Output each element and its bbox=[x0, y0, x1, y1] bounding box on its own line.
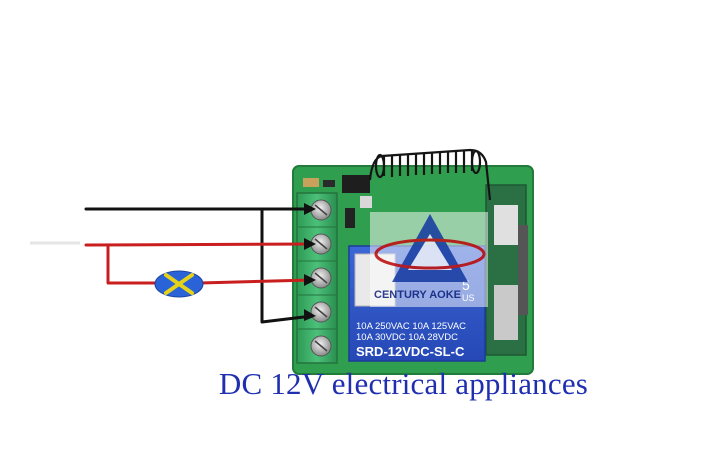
relay-ratings-line1: 10A 250VAC 10A 125VAC bbox=[356, 321, 466, 332]
wires bbox=[84, 207, 314, 324]
smd-component bbox=[345, 208, 355, 228]
antenna-coil bbox=[368, 148, 492, 201]
relay-ratings-line2: 10A 30VDC 10A 28VDC bbox=[356, 332, 458, 343]
wire-arrows bbox=[304, 203, 316, 321]
receiver-shield bbox=[494, 205, 518, 245]
pin-header bbox=[518, 225, 528, 315]
wire-red-lamp-feed bbox=[106, 243, 160, 285]
caption: DC 12V electrical appliances bbox=[218, 366, 589, 401]
wire-black-bridge bbox=[260, 207, 314, 324]
smd-component bbox=[360, 196, 372, 208]
relay-model: SRD-12VDC-SL-C bbox=[356, 344, 465, 359]
watermark-logo: CENTURY AOKE bbox=[370, 212, 488, 307]
lamp-icon bbox=[154, 270, 204, 298]
smd-component bbox=[303, 178, 319, 187]
ic-chip bbox=[342, 175, 370, 193]
wire-red-lamp-out bbox=[198, 278, 314, 285]
smd-component bbox=[323, 180, 335, 187]
wire-red-input bbox=[84, 242, 314, 247]
crystal bbox=[494, 285, 518, 340]
logo-text: CENTURY AOKE bbox=[374, 289, 461, 301]
